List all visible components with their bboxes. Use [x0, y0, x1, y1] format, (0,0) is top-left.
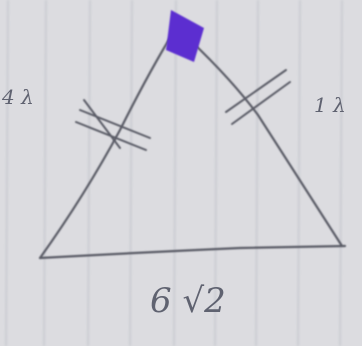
triangle-left-side	[38, 26, 178, 260]
ruled-lines	[5, 0, 343, 346]
base-label: 6 √2	[150, 281, 226, 321]
apex-marker	[166, 10, 204, 62]
left-side-tick-marks	[75, 99, 151, 151]
triangle-base	[38, 244, 347, 260]
right-side-label: 1 λ	[314, 93, 346, 117]
left-side-label: 4 λ	[1, 85, 34, 109]
triangle-right-side	[188, 38, 344, 248]
right-side-tick-marks	[225, 69, 291, 125]
